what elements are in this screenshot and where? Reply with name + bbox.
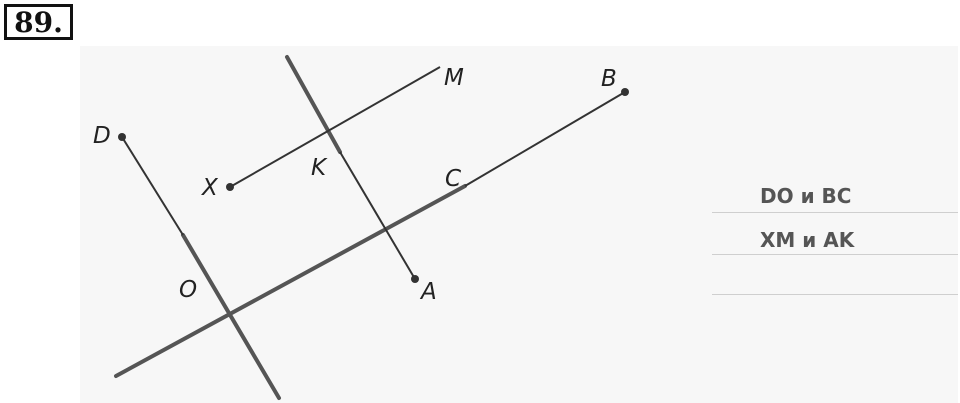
problem-number: 89. <box>14 5 63 39</box>
segment-ka-thin <box>339 151 416 280</box>
answer-2: XM и AK <box>760 228 855 252</box>
point-a-dot <box>411 275 419 283</box>
point-d-dot <box>118 133 126 141</box>
segment-do-thin <box>121 136 184 236</box>
label-x: X <box>201 175 219 201</box>
answer-line-2 <box>712 254 958 255</box>
label-m: M <box>444 65 464 91</box>
answer-line-3 <box>712 294 958 295</box>
label-k: K <box>311 155 328 181</box>
line-bc-thick <box>114 184 467 378</box>
label-o: O <box>179 277 197 303</box>
drawing-panel <box>80 46 958 403</box>
point-b-dot <box>621 88 629 96</box>
label-c: C <box>445 166 461 192</box>
line-ak-thick <box>285 55 342 154</box>
label-d: D <box>93 123 111 149</box>
point-x-dot <box>226 183 234 191</box>
answer-1: DO и BC <box>760 184 852 208</box>
segment-xm <box>229 66 441 188</box>
label-b: B <box>601 66 617 92</box>
problem-number-box: 89. <box>4 4 73 40</box>
segment-cb-thin <box>464 91 626 187</box>
answer-line-1 <box>712 212 958 213</box>
label-a: A <box>419 279 437 305</box>
line-do-thick <box>181 233 281 400</box>
